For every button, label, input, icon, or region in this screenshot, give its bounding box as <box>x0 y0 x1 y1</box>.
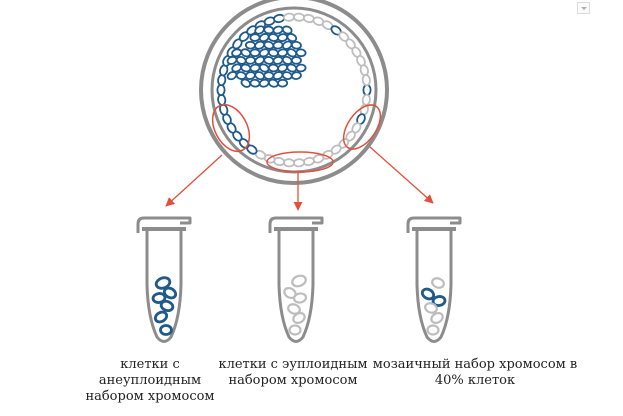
blastocyst <box>199 0 389 185</box>
inner-cell-mass-cell <box>277 48 289 58</box>
inner-cell-mass-cell <box>254 71 265 81</box>
inner-cell-mass-cell <box>263 56 275 65</box>
inner-cell-mass-cell <box>281 25 293 35</box>
tube-1 <box>136 216 192 343</box>
biopsy-region-middle <box>266 151 334 173</box>
embryo-cell <box>292 158 306 168</box>
inner-cell-mass-cell <box>244 40 256 50</box>
embryo-cells <box>216 12 372 168</box>
tube-cell <box>431 277 445 289</box>
tube-1-body <box>145 229 183 343</box>
inner-cell-mass-cell <box>286 48 298 58</box>
inner-cell-mass-cell <box>249 33 261 42</box>
inner-cell-mass-cell <box>254 55 265 65</box>
inner-cell-mass-cell <box>277 33 289 42</box>
inner-cell-mass-cell <box>254 25 265 35</box>
tube-2 <box>268 216 324 343</box>
tube-cell <box>159 299 175 313</box>
zona-pellucida-inner <box>210 6 378 174</box>
tube-1-cells <box>151 276 178 336</box>
tube-1-caption: клетки с анеуплоидным набором хромосом <box>85 357 215 404</box>
tube-3-caption: мозаичный набор хромосом в 40% клеток <box>372 357 578 388</box>
inner-cell-mass-cell <box>267 48 279 58</box>
inner-cell-mass-cell <box>267 63 279 73</box>
tube-cell <box>431 295 447 307</box>
tube-cell <box>154 276 172 290</box>
embryo-cell <box>282 158 296 168</box>
inner-cell-mass-cell <box>263 71 275 80</box>
tube-cell <box>288 324 302 336</box>
embryo-cell <box>217 74 227 87</box>
inner-cell-mass-cell <box>290 40 302 50</box>
tube-3 <box>406 216 462 343</box>
inner-cell-mass-cell <box>272 40 284 50</box>
tube-2-lid <box>268 216 324 233</box>
embryo-cell <box>362 83 372 97</box>
inner-cell-mass-cell <box>258 63 270 73</box>
tube-2-caption: клетки с эуплоидным набором хромосом <box>218 357 368 388</box>
tube-cell <box>159 324 173 336</box>
inner-cell-mass-cell <box>272 56 284 65</box>
tube-cell <box>292 311 306 325</box>
inner-cell-mass-cell <box>290 56 302 65</box>
tube-2-body <box>277 229 315 343</box>
biopsy-region-left <box>211 103 251 153</box>
tube-cell <box>292 292 308 304</box>
embryo-cell <box>282 12 296 22</box>
tube-cell <box>287 303 301 315</box>
inner-cell-mass-cell <box>267 33 279 42</box>
tube-cell <box>291 274 307 288</box>
arrow-to-tube-1 <box>165 154 223 207</box>
inner-cell-mass-cell <box>249 78 261 88</box>
inner-cell-mass-cell <box>235 71 247 80</box>
arrow-to-tube-3 <box>369 146 434 204</box>
inner-cell-mass-cell <box>249 63 261 73</box>
inner-cell-mass-cell <box>295 48 307 58</box>
inner-cell-mass-cell <box>244 71 256 80</box>
embryo-cell <box>292 12 306 22</box>
embryo-cell <box>361 93 371 106</box>
tube-cell <box>420 287 436 301</box>
tube-cell <box>153 310 169 324</box>
inner-cell-mass-cell <box>244 56 256 65</box>
inner-cell-mass-cell <box>263 25 275 35</box>
zona-pellucida-outer <box>199 0 389 185</box>
tube-cell <box>430 311 444 325</box>
biopsy-region-right <box>342 104 382 150</box>
tube-3-cells <box>420 277 447 336</box>
inner-cell-mass-cell <box>240 63 252 73</box>
dropdown-arrow-icon[interactable] <box>577 2 590 14</box>
tube-3-body <box>415 229 453 343</box>
embryo-cell <box>216 83 226 97</box>
tube-3-lid <box>406 216 462 233</box>
tube-cell <box>151 292 167 304</box>
tube-1-lid <box>136 216 192 233</box>
embryo-cell <box>361 74 371 87</box>
inner-cell-mass-cell <box>290 71 302 80</box>
tube-cell <box>424 302 438 314</box>
tube-2-cells <box>283 274 308 336</box>
tube-cell <box>426 324 440 336</box>
inner-cell-mass-cell <box>272 25 284 35</box>
inner-cell-mass-cell <box>240 78 252 88</box>
inner-cell-mass-cell <box>226 71 238 81</box>
inner-cell-mass-cell <box>249 48 261 58</box>
inner-cell-mass-cell <box>277 78 289 88</box>
inner-cell-mass-cell <box>281 40 293 50</box>
inner-cell-mass-cell <box>286 33 298 43</box>
tube-cell <box>162 286 178 300</box>
inner-cell-mass-cell <box>295 63 307 73</box>
